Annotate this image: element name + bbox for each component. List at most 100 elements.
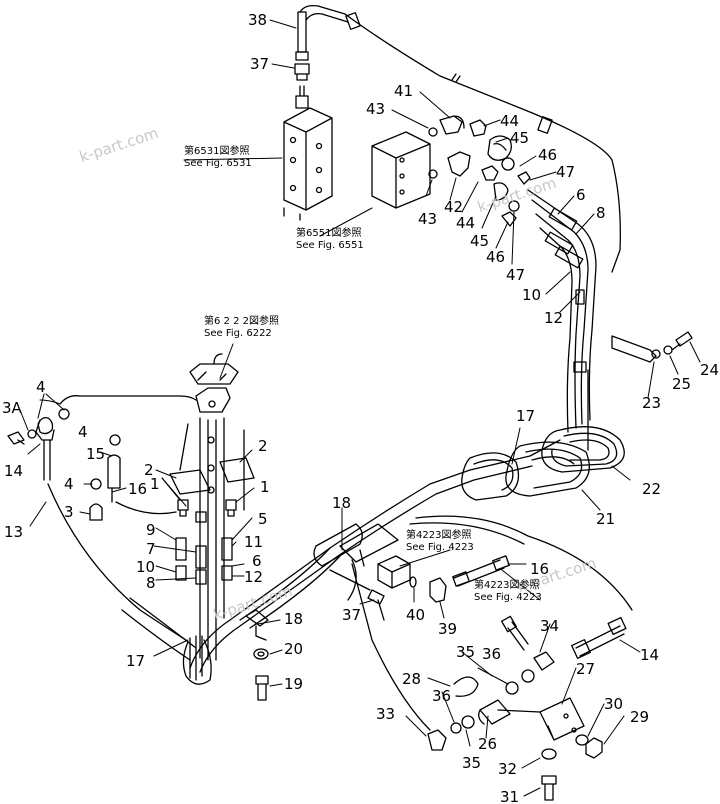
bolt-24 bbox=[671, 331, 693, 351]
elbow-42 bbox=[447, 151, 471, 177]
connector-1b bbox=[225, 499, 237, 517]
part-label: 37 bbox=[342, 606, 362, 624]
part-label: 45 bbox=[510, 129, 530, 147]
part-label: 4 bbox=[64, 475, 74, 493]
fig-ref-en: See Fig. 6531 bbox=[184, 158, 252, 169]
loop-17 bbox=[461, 452, 520, 501]
bracket-27 bbox=[539, 697, 585, 741]
part-label: 2 bbox=[144, 461, 154, 479]
part-label: 36 bbox=[432, 687, 452, 705]
fitting-15 bbox=[107, 454, 121, 503]
bundle-17 bbox=[182, 639, 212, 685]
elbow-41 bbox=[439, 115, 465, 135]
part-label: 19 bbox=[284, 675, 304, 693]
fig-ref-6222: 第6 2 2 2図参照 See Fig. 6222 bbox=[204, 316, 279, 340]
valve-4223 bbox=[377, 555, 411, 589]
part-label: 2 bbox=[258, 437, 268, 455]
washer-30 bbox=[575, 734, 589, 746]
part-label: 23 bbox=[642, 394, 662, 412]
part-label: 1 bbox=[150, 475, 160, 493]
part-label: 8 bbox=[146, 574, 156, 592]
part-label: 9 bbox=[146, 521, 156, 539]
hose-13 bbox=[47, 483, 187, 641]
bolt-3 bbox=[89, 503, 103, 521]
eye-fitting-4 bbox=[37, 416, 54, 435]
sleeve-18 bbox=[313, 523, 363, 567]
clamp-18 bbox=[245, 609, 269, 627]
hose-28 bbox=[453, 676, 479, 697]
part-label: 45 bbox=[470, 232, 490, 250]
fig-ref-jp: 第6551図参照 bbox=[296, 228, 362, 239]
upper-tube bbox=[299, 4, 621, 273]
part-label: 6 bbox=[252, 552, 262, 570]
part-label: 10 bbox=[522, 286, 542, 304]
part-label: 13 bbox=[4, 523, 24, 541]
part-label: 12 bbox=[544, 309, 564, 327]
part-label: 22 bbox=[642, 480, 662, 498]
fig-ref-4223-b: 第4223図参照 See Fig. 4223 bbox=[474, 580, 542, 604]
valve-6531 bbox=[283, 107, 333, 211]
part-label: 35 bbox=[456, 643, 476, 661]
bolt-37 bbox=[367, 589, 385, 621]
fig-ref-jp: 第6 2 2 2図参照 bbox=[204, 316, 279, 327]
fig-ref-6531: 第6531図参照 See Fig. 6531 bbox=[184, 146, 252, 170]
part-label: 31 bbox=[500, 788, 520, 804]
bolt-31 bbox=[541, 775, 557, 801]
fig-ref-en: See Fig. 4223 bbox=[474, 592, 542, 603]
part-label: 44 bbox=[456, 214, 476, 232]
part-label: 15 bbox=[86, 445, 106, 463]
hose-14 bbox=[43, 439, 51, 481]
part-label: 18 bbox=[284, 610, 304, 628]
part-label: 5 bbox=[258, 510, 268, 528]
elbow-33 bbox=[427, 729, 447, 751]
plate-2-left bbox=[169, 469, 211, 495]
part-label: 17 bbox=[516, 407, 536, 425]
part-label: 33 bbox=[376, 705, 396, 723]
bolt-38 bbox=[297, 11, 307, 53]
part-label: 46 bbox=[538, 146, 558, 164]
fig-ref-6551: 第6551図参照 See Fig. 6551 bbox=[296, 228, 364, 252]
part-label: 18 bbox=[332, 494, 352, 512]
part-label: 42 bbox=[444, 198, 464, 216]
clamp-23 bbox=[611, 335, 657, 363]
fig-ref-jp: 第4223図参照 bbox=[406, 530, 472, 541]
part-label: 27 bbox=[576, 660, 596, 678]
part-label: 35 bbox=[462, 754, 482, 772]
part-label: 8 bbox=[596, 204, 606, 222]
part-label: 12 bbox=[244, 568, 264, 586]
main-pipe-a bbox=[189, 439, 561, 669]
part-label: 14 bbox=[4, 462, 24, 480]
pipe-bundle-upper bbox=[527, 189, 597, 421]
washer-32 bbox=[541, 748, 557, 760]
fitting-34 bbox=[507, 621, 555, 671]
part-label: 47 bbox=[506, 266, 526, 284]
part-label: 43 bbox=[418, 210, 438, 228]
part-label: 21 bbox=[596, 510, 616, 528]
part-label: 39 bbox=[438, 620, 458, 638]
part-label: 25 bbox=[672, 375, 692, 393]
elbow-39 bbox=[429, 577, 447, 603]
bolt-3A bbox=[7, 431, 25, 445]
bolt-19 bbox=[255, 675, 269, 701]
fig-ref-jp: 第4223図参照 bbox=[474, 580, 540, 591]
valve-6551 bbox=[371, 131, 431, 209]
part-label: 40 bbox=[406, 606, 426, 624]
part-label: 16 bbox=[128, 480, 148, 498]
part-label: 16 bbox=[530, 560, 550, 578]
fig-ref-en: See Fig. 6222 bbox=[204, 328, 272, 339]
part-label: 44 bbox=[500, 112, 520, 130]
part-label: 28 bbox=[402, 670, 422, 688]
fitting-26 bbox=[478, 699, 511, 725]
part-label: 6 bbox=[576, 186, 586, 204]
nut-29 bbox=[585, 737, 603, 759]
fig-ref-en: See Fig. 6551 bbox=[296, 240, 364, 251]
oring-40 bbox=[409, 576, 417, 588]
part-label: 29 bbox=[630, 708, 650, 726]
part-label: 3 bbox=[64, 503, 74, 521]
part-label: 34 bbox=[540, 617, 560, 635]
part-label: 3A bbox=[2, 399, 22, 417]
part-label: 43 bbox=[366, 100, 386, 118]
part-label: 1 bbox=[260, 478, 270, 496]
